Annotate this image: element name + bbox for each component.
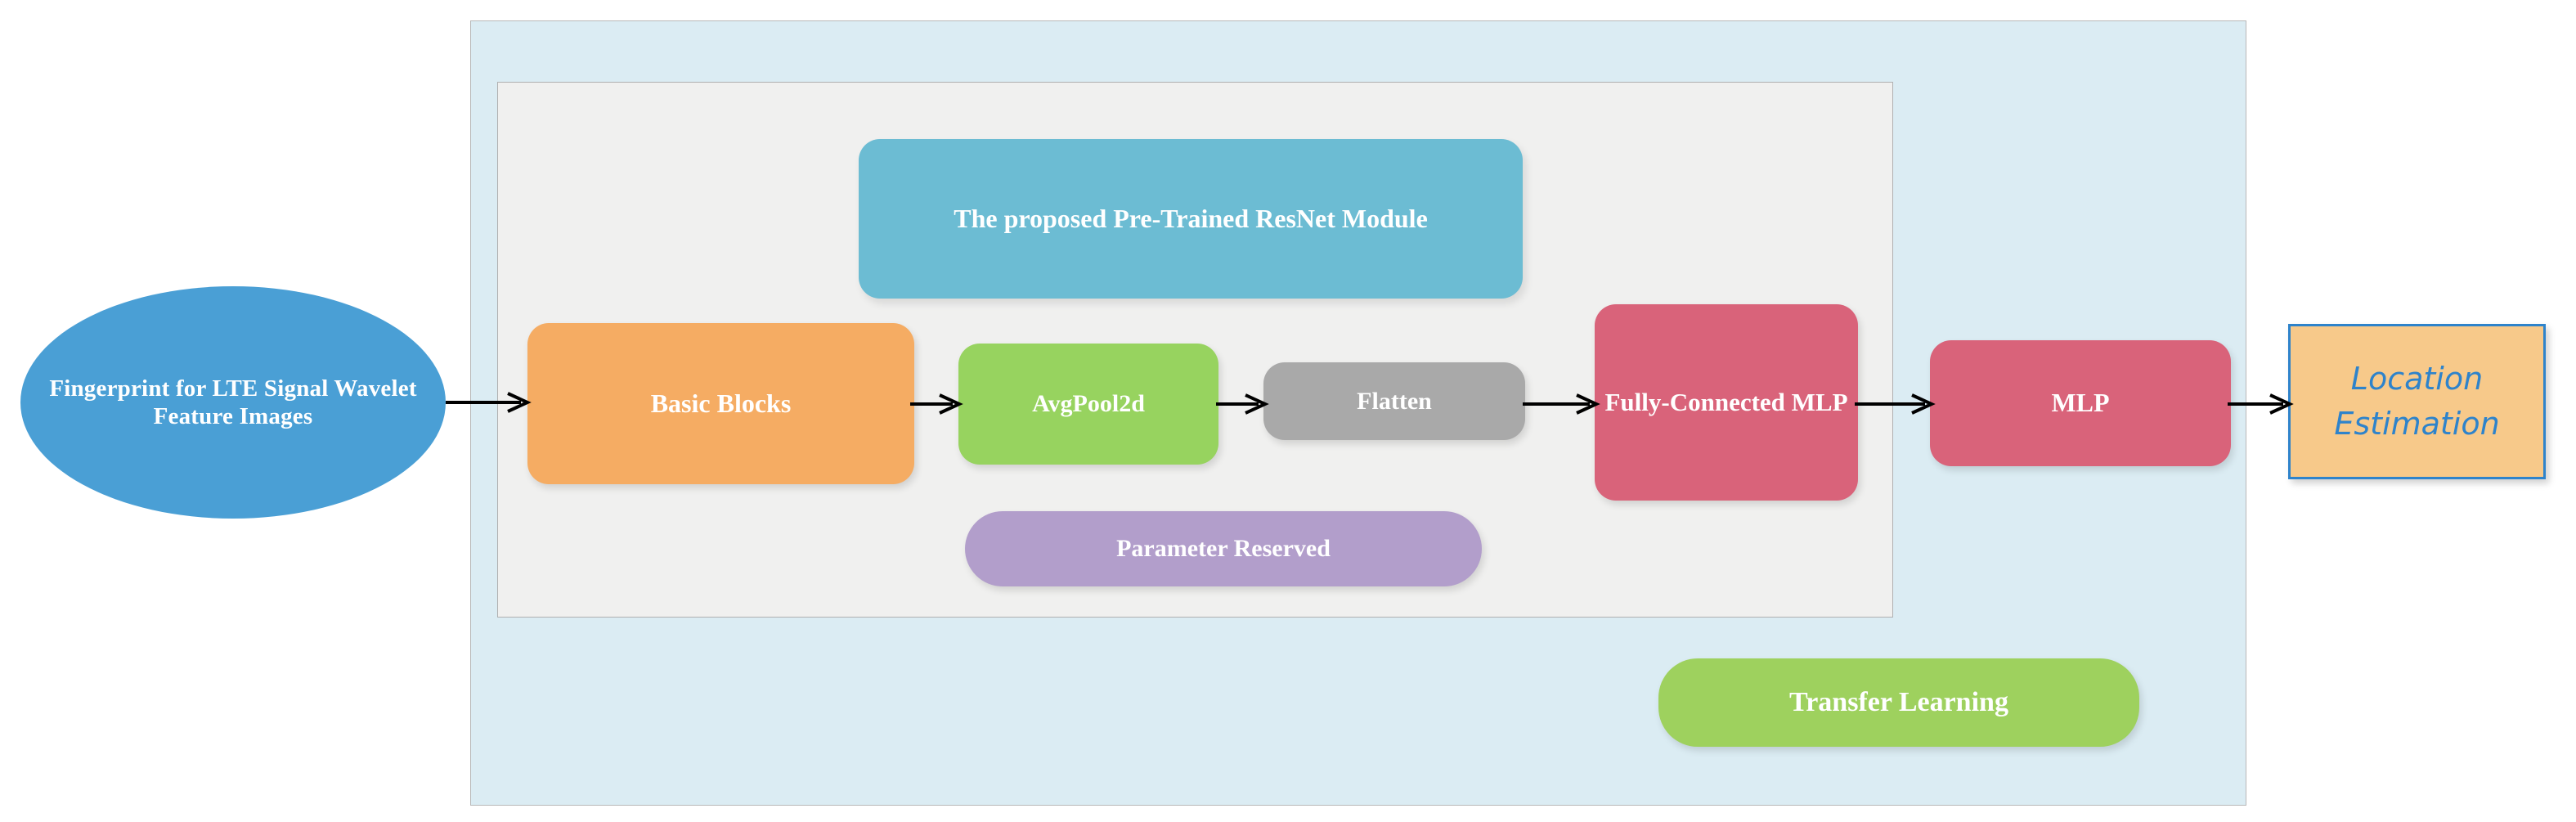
node-resnet-module-header[interactable]: The proposed Pre-Trained ResNet Module (859, 139, 1523, 299)
node-avgpool2d[interactable]: AvgPool2d (958, 344, 1218, 465)
node-transfer-learning[interactable]: Transfer Learning (1658, 658, 2139, 747)
node-location-estimation[interactable]: Location Estimation (2288, 324, 2546, 479)
node-parameter-reserved[interactable]: Parameter Reserved (965, 511, 1482, 586)
node-basic-blocks[interactable]: Basic Blocks (527, 323, 914, 484)
node-mlp[interactable]: MLP (1930, 340, 2231, 466)
node-flatten[interactable]: Flatten (1263, 362, 1525, 440)
node-fully-connected-mlp[interactable]: Fully-Connected MLP (1595, 304, 1858, 501)
node-fingerprint-input[interactable]: Fingerprint for LTE Signal Wavelet Featu… (20, 286, 446, 519)
